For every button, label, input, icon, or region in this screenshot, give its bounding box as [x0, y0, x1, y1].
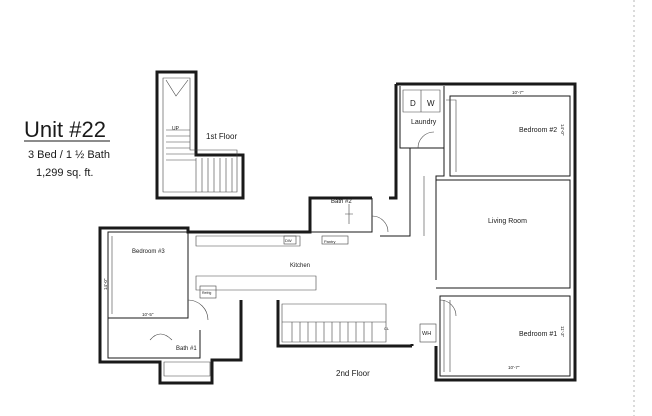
beds-baths: 3 Bed / 1 ½ Bath: [28, 149, 110, 161]
bedroom1-depth: 11'-3": [560, 326, 565, 338]
bedroom3-width: 10'-5": [142, 312, 154, 317]
bedroom2-walls: [449, 95, 571, 177]
hall-wall-east: [435, 148, 445, 280]
bedroom1-door-swing: [439, 299, 457, 317]
bedroom2-label: Bedroom #2: [519, 127, 557, 134]
bedroom1-closet: [443, 300, 451, 372]
first-floor-plan: UP 1st Floor: [155, 70, 245, 200]
laundry-label: Laundry: [411, 119, 437, 126]
bath2-label: Bath #2: [331, 199, 352, 205]
bedroom1-walls: [439, 295, 571, 377]
bedroom2-depth: 14'-0": [560, 124, 565, 136]
bath2-fixture: [345, 204, 353, 224]
bedroom3-door-swing: [187, 299, 209, 321]
bath1-door-swing: [149, 333, 173, 341]
bedroom1-width: 10'-7": [508, 365, 520, 370]
stair-treads-lower: [195, 158, 233, 192]
dishwasher-label: DW: [285, 238, 292, 243]
second-stair-box: [281, 303, 387, 343]
laundry-walls: [399, 86, 445, 149]
bedroom3-depth: 14'-0": [103, 278, 108, 290]
water-heater-box: [419, 323, 437, 343]
pantry-label: Pantry: [324, 239, 336, 244]
bath2-door-swing: [371, 215, 389, 233]
bedroom2-closet: [446, 99, 457, 172]
bath1-label: Bath #1: [176, 346, 197, 352]
first-floor-inner: [162, 77, 238, 193]
unit-info: Unit #22 3 Bed / 1 ½ Bath 1,299 sq. ft.: [24, 117, 110, 179]
laundry-door-swing: [417, 131, 435, 149]
first-floor-label: 1st Floor: [206, 132, 237, 141]
kitchen-counter-top: [195, 235, 301, 247]
living-room-walls: [436, 179, 571, 289]
second-floor-label: 2nd Floor: [336, 369, 370, 378]
washer-dryer-box: [402, 89, 441, 113]
kitchen-label: Kitchen: [290, 263, 310, 269]
hall-wall: [380, 148, 411, 237]
washer-label: W: [427, 99, 435, 108]
living-room-label: Living Room: [488, 218, 527, 225]
dryer-label: D: [410, 99, 416, 108]
stair-treads-upper: [166, 129, 196, 161]
bath1-tub: [163, 361, 211, 377]
stair-up-label: UP: [172, 126, 180, 132]
bath1-walls: [107, 318, 201, 359]
first-floor-outline: [155, 70, 245, 200]
closet-label: CL: [384, 326, 390, 331]
pantry-box: [321, 235, 349, 245]
bedroom2-width: 10'-7": [512, 90, 524, 95]
second-floor-outline: [98, 82, 577, 385]
stair-arrow: [165, 79, 189, 97]
second-stair-treads: [291, 322, 373, 342]
refrigerator-box: [199, 285, 217, 299]
second-floor-plan: D W Laundry Bedroom #2 10'-7" 14'-0" Bat…: [98, 82, 577, 385]
bedroom1-label: Bedroom #1: [519, 331, 557, 338]
dishwasher-box: [283, 235, 297, 245]
bath2-walls: [309, 198, 373, 233]
refrigerator-label: Refrig: [202, 291, 211, 295]
water-heater-label: WH: [422, 331, 431, 337]
unit-title: Unit #22: [24, 117, 106, 142]
kitchen-counter-bottom: [195, 275, 317, 291]
bedroom3-label: Bedroom #3: [132, 249, 165, 255]
square-footage: 1,299 sq. ft.: [36, 167, 93, 179]
bedroom3-walls: [107, 231, 189, 319]
